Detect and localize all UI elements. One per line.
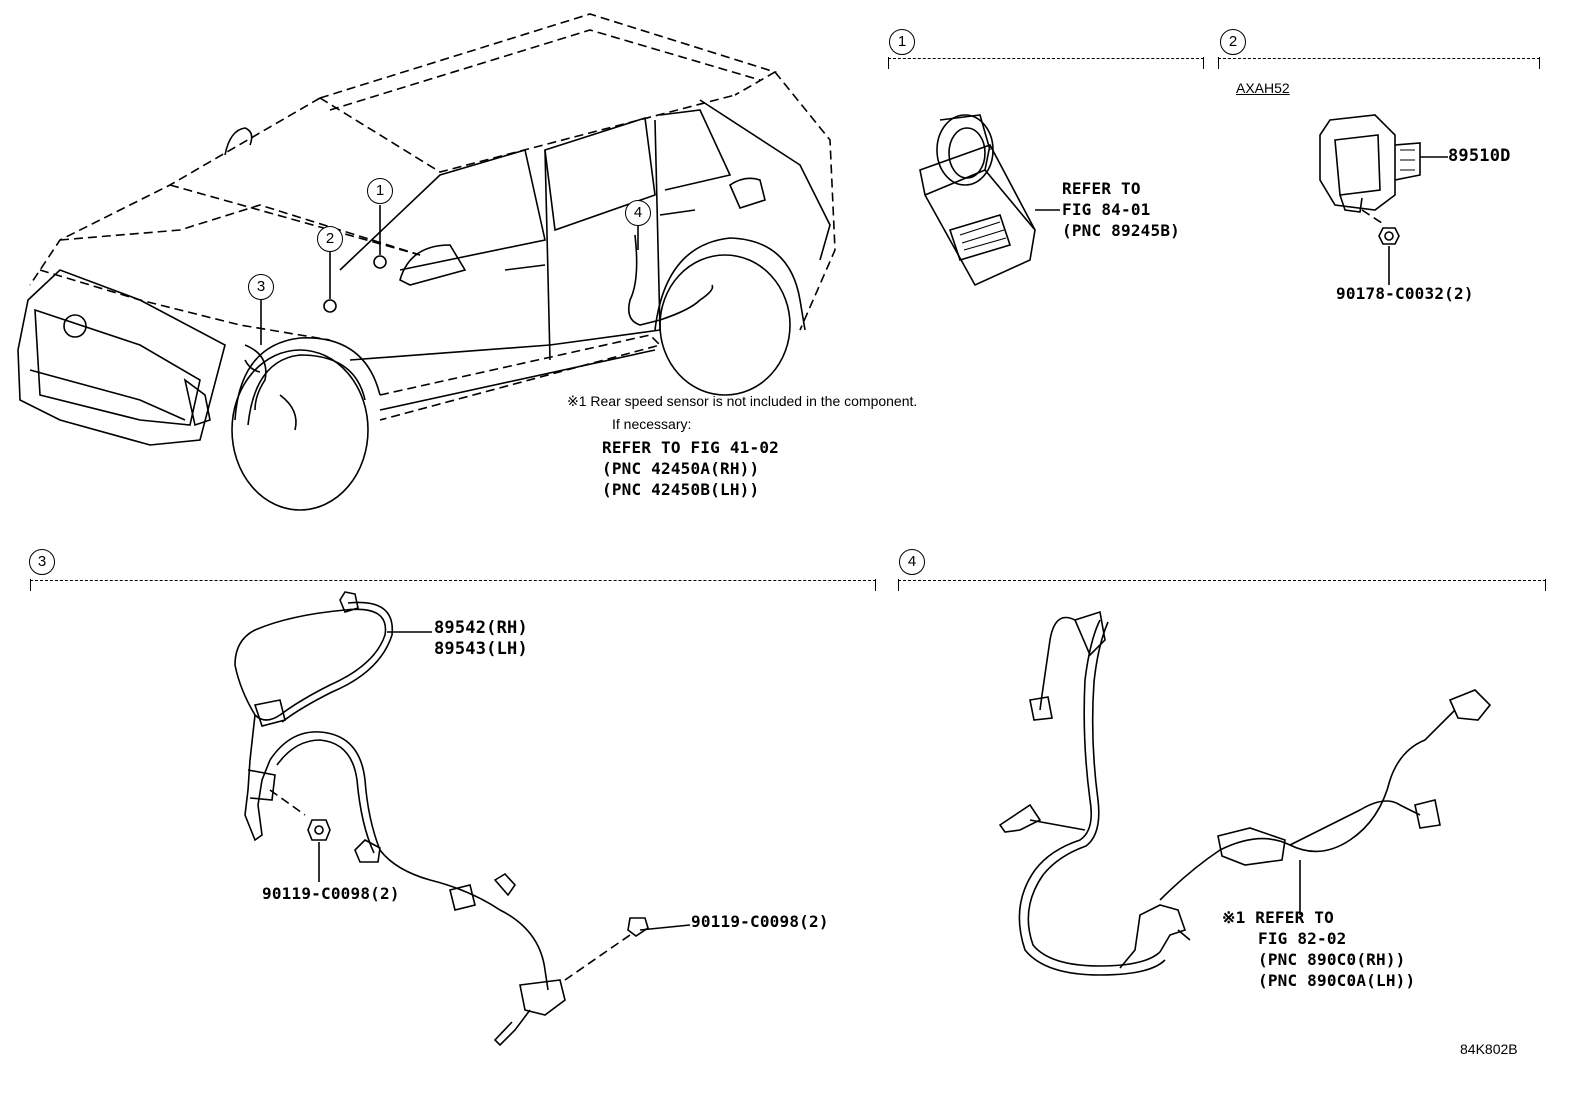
section-2-bracket [1218, 57, 1540, 69]
model-code: AXAH52 [1236, 80, 1290, 96]
note-refer-line-2: (PNC 42450A(RH)) [602, 459, 760, 478]
part-89510d: 89510D [1448, 146, 1511, 166]
front-speed-sensor-drawing [234, 591, 691, 1047]
section-2-marker: 2 [1220, 29, 1246, 55]
section-4-refer-line-1: ※1 REFER TO [1222, 908, 1334, 927]
note-refer-line-1: REFER TO FIG 41-02 [602, 438, 779, 457]
section-1-refer-line-2: FIG 84-01 [1062, 200, 1151, 219]
section-1-bracket [888, 57, 1204, 69]
sensor-89510d-drawing [1319, 114, 1448, 285]
bolt-90119-c0098-b: 90119-C0098(2) [691, 912, 829, 931]
note-refer-line-3: (PNC 42450B(LH)) [602, 480, 760, 499]
figure-code: 84K802B [1460, 1041, 1518, 1057]
vehicle-outline [17, 13, 836, 511]
bolt-90119-c0098-a: 90119-C0098(2) [262, 884, 400, 903]
module-89245b-drawing [919, 114, 1060, 287]
section-1-refer-line-3: (PNC 89245B) [1062, 221, 1180, 240]
vehicle-callout-2: 2 [317, 226, 343, 252]
part-89542-rh: 89542(RH) [434, 618, 528, 638]
section-1-refer-line-1: REFER TO [1062, 179, 1141, 198]
part-90178-c0032: 90178-C0032(2) [1336, 284, 1474, 303]
section-4-refer-line-4: (PNC 890C0A(LH)) [1258, 971, 1416, 990]
note-line-2: If necessary: [612, 416, 692, 432]
section-4-refer-line-3: (PNC 890C0(RH)) [1258, 950, 1406, 969]
section-1-marker: 1 [889, 29, 915, 55]
part-89543-lh: 89543(LH) [434, 639, 528, 659]
section-4-bracket [898, 579, 1546, 591]
section-3-marker: 3 [29, 549, 55, 575]
vehicle-callout-3: 3 [248, 274, 274, 300]
note-line-1: ※1 Rear speed sensor is not included in … [567, 393, 918, 409]
vehicle-callout-4: 4 [625, 200, 651, 226]
rear-harness-drawing [998, 610, 1492, 976]
vehicle-callout-1: 1 [367, 178, 393, 204]
section-4-marker: 4 [899, 549, 925, 575]
section-3-bracket [30, 579, 876, 591]
section-4-refer-line-2: FIG 82-02 [1258, 929, 1347, 948]
